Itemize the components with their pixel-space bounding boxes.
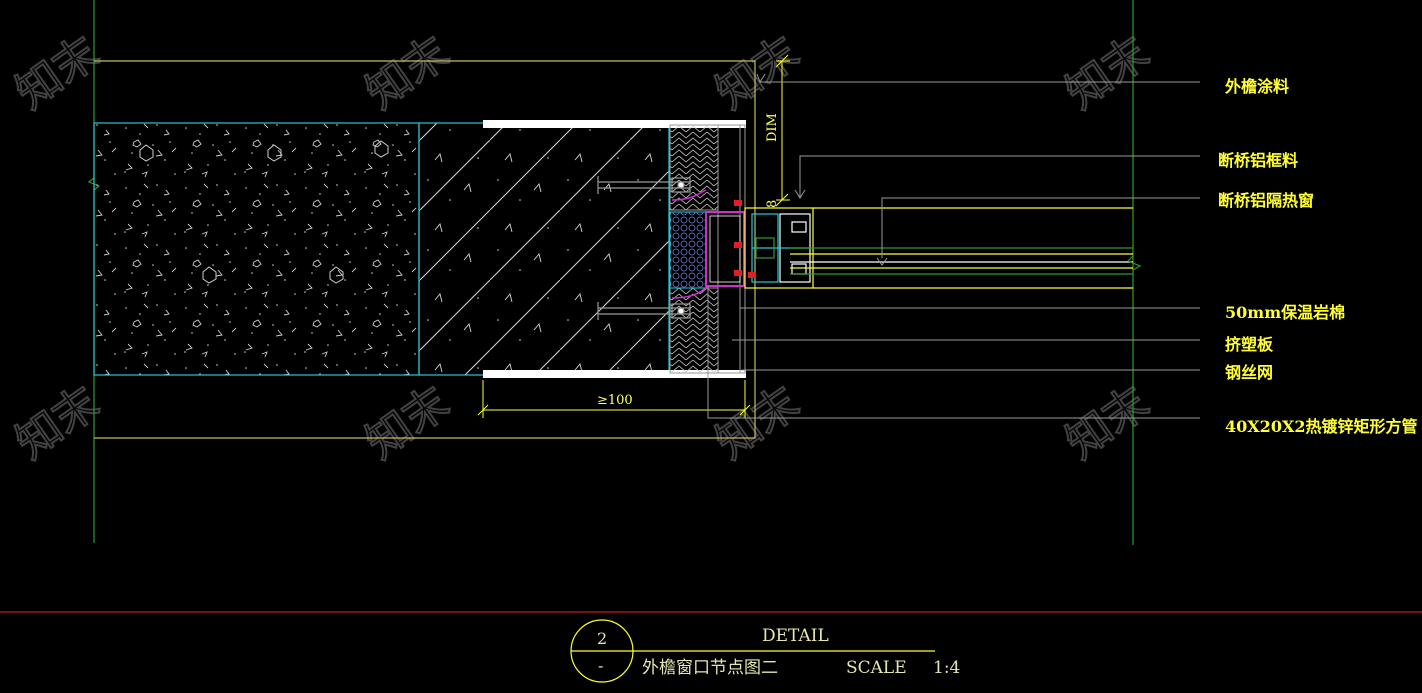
clip-top	[671, 189, 707, 201]
break-mark-glass	[1126, 255, 1142, 271]
scale-value: 1:4	[933, 658, 960, 678]
plaster-bottom	[483, 370, 746, 378]
title-block: 2 - DETAIL 外檐窗口节点图二 SCALE 1:4	[570, 619, 960, 683]
steel-tube	[705, 211, 745, 287]
watermark-text: 知末	[707, 377, 808, 469]
wall-outline	[94, 60, 756, 439]
dimension-bottom	[477, 380, 751, 418]
block-wall	[418, 122, 670, 376]
detail-heading: DETAIL	[762, 626, 829, 646]
callout-label-3: 断桥铝隔热窗	[1218, 191, 1314, 210]
rockwool-insulation-top	[669, 124, 719, 211]
callout-label-5: 挤塑板	[1225, 335, 1274, 354]
plaster-top	[483, 120, 746, 128]
watermark-text: 知末	[1057, 377, 1158, 469]
watermark-text: 知末	[7, 377, 108, 469]
sheet-ref: -	[598, 656, 603, 675]
rockwool-insulation-bottom	[669, 287, 719, 374]
anchor-bolt-top	[597, 176, 691, 194]
watermark-text: 知末	[357, 27, 458, 119]
watermark-text: 知末	[7, 27, 108, 119]
leader-lines	[707, 73, 1200, 419]
clip-bottom	[671, 287, 707, 299]
detail-name: 外檐窗口节点图二	[642, 658, 778, 678]
xps-board	[669, 211, 707, 289]
anchor-bolt-bottom	[597, 302, 691, 320]
steel-tube-inner	[709, 215, 741, 283]
steel-mesh-layer	[717, 124, 746, 374]
scale-label: SCALE	[846, 658, 907, 678]
gasket-marks	[734, 200, 756, 278]
concrete-hex-marks	[139, 140, 389, 284]
watermark-text: 知末	[357, 377, 458, 469]
detail-number: 2	[597, 629, 607, 648]
watermark-text: 知末	[1057, 27, 1158, 119]
callout-label-1: 外檐涂料	[1224, 77, 1289, 96]
dimension-small-text: 8	[765, 200, 780, 208]
watermark-text: 知末	[707, 27, 808, 119]
dimension-dim	[775, 54, 790, 207]
dimension-dim-text: DIM	[765, 113, 780, 142]
callout-label-6: 钢丝网	[1225, 363, 1273, 382]
callout-label-4: 50mm保温岩棉	[1225, 303, 1345, 322]
insulated-glass	[790, 207, 1133, 289]
callout-label-7: 40X20X2热镀锌矩形方管	[1225, 417, 1418, 436]
concrete-column	[93, 122, 420, 376]
dimension-bottom-text: ≥100	[597, 393, 633, 408]
callout-label-2: 断桥铝框料	[1218, 151, 1298, 170]
